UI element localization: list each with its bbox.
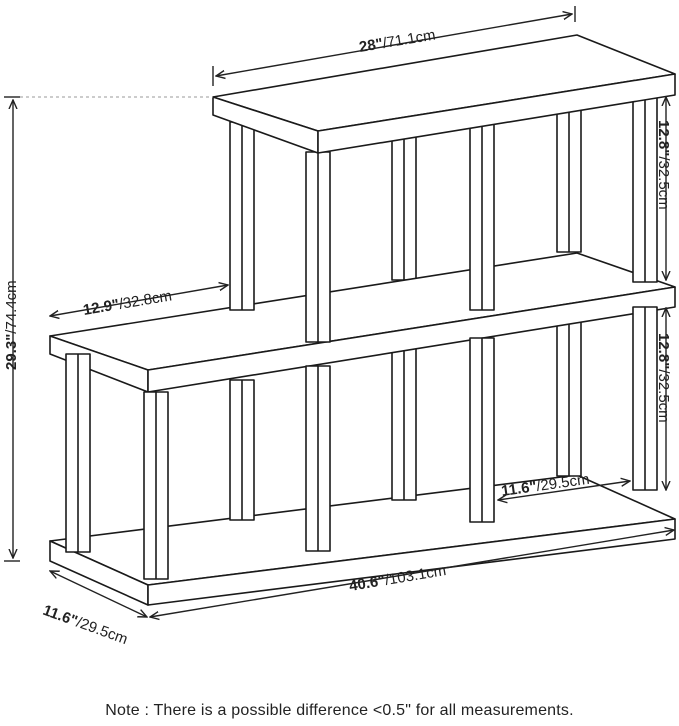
- lower-tier-height-cm: /32.5cm: [655, 369, 672, 422]
- top-width-cm: /71.1cm: [381, 26, 436, 52]
- lower-depth-inch: 12.9": [82, 296, 121, 319]
- base-width-inch: 40.6": [348, 572, 387, 595]
- middle-shelf: [49, 252, 676, 393]
- base-depth-cm: /29.5cm: [74, 614, 130, 648]
- lower-tier-height-label: 12.8"/32.5cm: [655, 333, 672, 423]
- total-height-inch: 29.3": [3, 334, 20, 370]
- lower-depth-label: 12.9"/32.8cm: [82, 287, 173, 319]
- lower-depth-cm: /32.8cm: [118, 287, 173, 313]
- total-height-label: 29.3"/74.4cm: [3, 280, 20, 370]
- shelf-drawing: [49, 34, 676, 606]
- upper-tier-height-inch: 12.8": [655, 120, 672, 156]
- inner-depth-inch: 11.6": [500, 478, 538, 500]
- base-depth-inch: 11.6": [41, 602, 80, 630]
- top-width-inch: 28": [358, 35, 384, 56]
- lower-tier-height-inch: 12.8": [655, 333, 672, 369]
- lower-back-posts: [229, 317, 582, 521]
- base-depth-label: 11.6"/29.5cm: [41, 602, 130, 648]
- upper-tier-height-label: 12.8"/32.5cm: [655, 120, 672, 210]
- upper-tier-height-cm: /32.5cm: [655, 156, 672, 209]
- total-height-cm: /74.4cm: [3, 280, 20, 333]
- top-shelf: [212, 34, 676, 154]
- dimension-lines: [4, 6, 674, 617]
- top-width-label: 28"/71.1cm: [358, 26, 437, 56]
- measurement-note: Note : There is a possible difference <0…: [105, 702, 574, 719]
